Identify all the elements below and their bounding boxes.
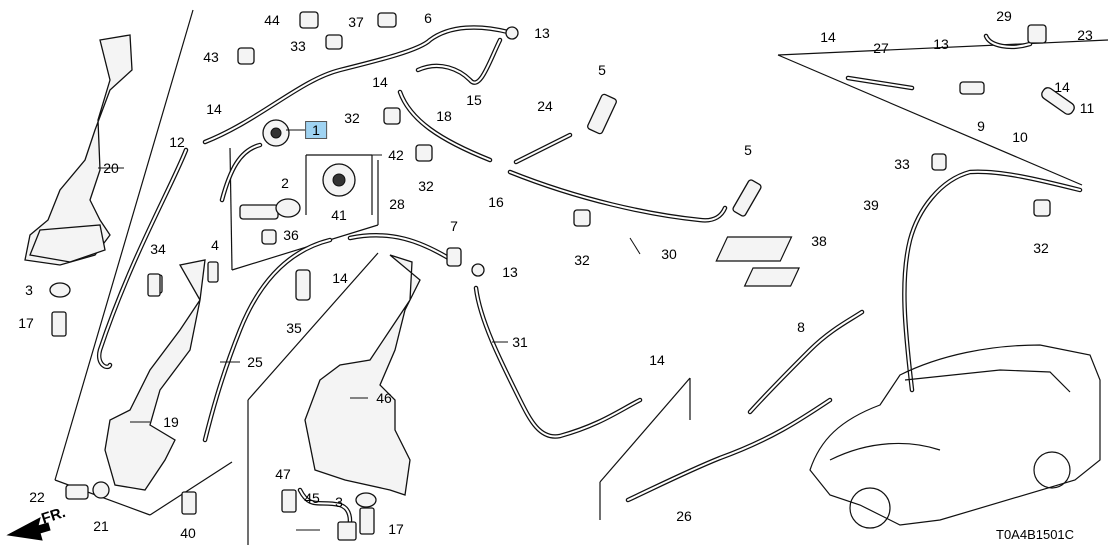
callout-28: 28 [389, 196, 405, 212]
callout-21: 21 [93, 518, 109, 534]
callout-34: 34 [150, 241, 166, 257]
callout-43: 43 [203, 49, 219, 65]
section-lines [54, 9, 1108, 545]
callout-27: 27 [873, 40, 889, 56]
callout-2: 2 [281, 175, 289, 191]
washer-tank-lower [104, 259, 206, 491]
callout-14: 14 [1054, 79, 1070, 95]
callout-23: 23 [1077, 27, 1093, 43]
callout-13: 13 [933, 36, 949, 52]
callout-1: 1 [305, 121, 327, 139]
callout-15: 15 [466, 92, 482, 108]
callout-10: 10 [1012, 129, 1028, 145]
callout-14: 14 [820, 29, 836, 45]
callout-33: 33 [290, 38, 306, 54]
callout-36: 36 [283, 227, 299, 243]
callout-19: 19 [163, 414, 179, 430]
callout-32: 32 [344, 110, 360, 126]
callout-22: 22 [29, 489, 45, 505]
callout-14: 14 [206, 101, 222, 117]
callout-14: 14 [649, 352, 665, 368]
callout-5: 5 [744, 142, 752, 158]
callout-29: 29 [996, 8, 1012, 24]
vehicle-outline [809, 344, 1101, 529]
callout-18: 18 [436, 108, 452, 124]
callout-41: 41 [331, 207, 347, 223]
callout-32: 32 [574, 252, 590, 268]
washer-tank-upper [24, 34, 133, 266]
callout-9: 9 [977, 118, 985, 134]
callout-47: 47 [275, 466, 291, 482]
callout-13: 13 [534, 25, 550, 41]
front-direction-arrow [6, 517, 51, 541]
diagram-code: T0A4B1501C [996, 527, 1075, 542]
callout-42: 42 [388, 147, 404, 163]
callout-38: 38 [811, 233, 827, 249]
callout-39: 39 [863, 197, 879, 213]
callout-3: 3 [25, 282, 33, 298]
callout-4: 4 [211, 237, 219, 253]
callout-35: 35 [286, 320, 302, 336]
callout-24: 24 [537, 98, 553, 114]
callout-17: 17 [388, 521, 404, 537]
callout-17: 17 [18, 315, 34, 331]
small-parts [49, 11, 1075, 541]
callout-25: 25 [247, 354, 263, 370]
washer-tank-center [304, 254, 421, 496]
callout-8: 8 [797, 319, 805, 335]
callout-33: 33 [894, 156, 910, 172]
callout-20: 20 [103, 160, 119, 176]
callout-31: 31 [512, 334, 528, 350]
leader-lines [98, 129, 641, 531]
callout-14: 14 [332, 270, 348, 286]
callout-13: 13 [502, 264, 518, 280]
callout-37: 37 [348, 14, 364, 30]
callout-26: 26 [676, 508, 692, 524]
callout-45: 45 [304, 490, 320, 506]
hoses [96, 25, 1083, 533]
callout-16: 16 [488, 194, 504, 210]
callout-32: 32 [1033, 240, 1049, 256]
callout-40: 40 [180, 525, 196, 541]
callout-12: 12 [169, 134, 185, 150]
callout-7: 7 [450, 218, 458, 234]
callout-3: 3 [335, 494, 343, 510]
callout-11: 11 [1079, 100, 1095, 116]
callout-46: 46 [376, 390, 392, 406]
callout-32: 32 [418, 178, 434, 194]
callout-5: 5 [598, 62, 606, 78]
callout-30: 30 [661, 246, 677, 262]
callout-44: 44 [264, 12, 280, 28]
callout-6: 6 [424, 10, 432, 26]
callout-14: 14 [372, 74, 388, 90]
